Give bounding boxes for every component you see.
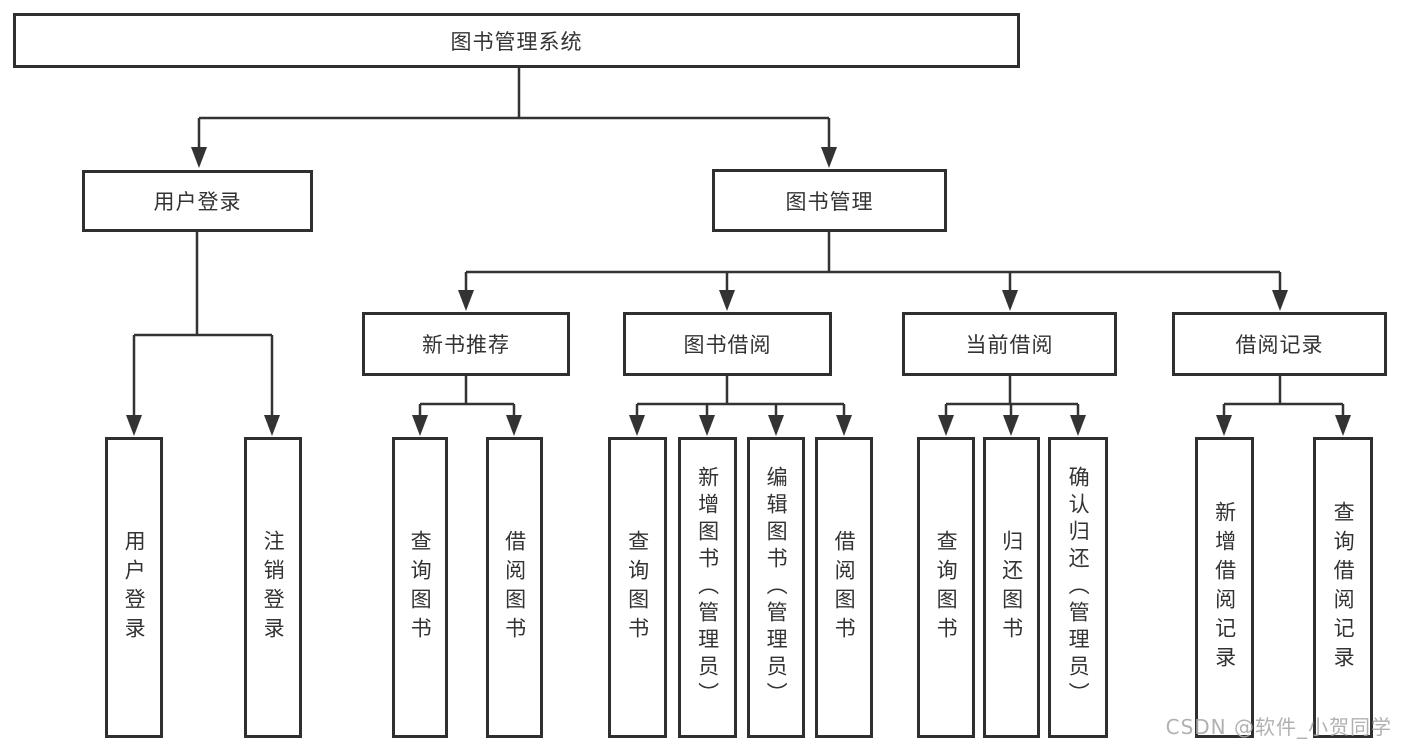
leaf-recommend-query-books: 查询图书 [392,437,448,738]
leaf-add-books-admin: 新增图书（管理员） [678,437,737,738]
leaf-query-borrow-record: 查询借阅记录 [1313,437,1373,738]
leaf-user-login-label: 用户登录 [122,529,147,646]
leaf-add-borrow-record-label: 新增借阅记录 [1212,500,1237,675]
node-root-label: 图书管理系统 [450,29,583,54]
leaf-borrowing-query-books-label: 查询图书 [625,529,650,646]
node-user-login: 用户登录 [82,170,313,232]
leaf-add-borrow-record: 新增借阅记录 [1195,437,1254,738]
node-current-borrowing: 当前借阅 [902,312,1117,376]
leaf-return-books: 归还图书 [983,437,1040,738]
node-borrowing-records-label: 借阅记录 [1235,333,1324,357]
node-new-book-recommend: 新书推荐 [362,312,570,376]
leaf-edit-books-admin-label: 编辑图书（管理员） [764,466,789,709]
node-book-management-label: 图书管理 [785,189,874,214]
watermark: CSDN @软件_小贺同学 [1165,715,1392,739]
node-book-borrowing: 图书借阅 [623,312,832,376]
leaf-confirm-return-admin-label: 确认归还（管理员） [1066,466,1091,709]
node-book-borrowing-label: 图书借阅 [683,333,772,357]
leaf-current-query-books: 查询图书 [917,437,975,738]
leaf-borrowing-borrow-books: 借阅图书 [815,437,873,738]
leaf-logout-label: 注销登录 [261,529,286,646]
leaf-borrowing-borrow-books-label: 借阅图书 [832,529,857,646]
leaf-recommend-borrow-books-label: 借阅图书 [502,529,527,646]
node-root-library-system: 图书管理系统 [13,13,1020,68]
node-book-management: 图书管理 [712,169,947,232]
node-user-login-label: 用户登录 [153,190,242,214]
node-new-book-recommend-label: 新书推荐 [422,333,510,357]
leaf-logout: 注销登录 [244,437,302,738]
leaf-return-books-label: 归还图书 [999,529,1024,646]
leaf-query-borrow-record-label: 查询借阅记录 [1331,500,1356,675]
leaf-add-books-admin-label: 新增图书（管理员） [695,466,720,709]
leaf-edit-books-admin: 编辑图书（管理员） [747,437,805,738]
leaf-recommend-borrow-books: 借阅图书 [486,437,543,738]
leaf-user-login: 用户登录 [105,437,163,738]
leaf-recommend-query-books-label: 查询图书 [408,529,433,646]
leaf-confirm-return-admin: 确认归还（管理员） [1048,437,1108,738]
node-current-borrowing-label: 当前借阅 [965,333,1054,357]
node-borrowing-records: 借阅记录 [1172,312,1387,376]
leaf-borrowing-query-books: 查询图书 [608,437,667,738]
leaf-current-query-books-label: 查询图书 [934,529,959,646]
